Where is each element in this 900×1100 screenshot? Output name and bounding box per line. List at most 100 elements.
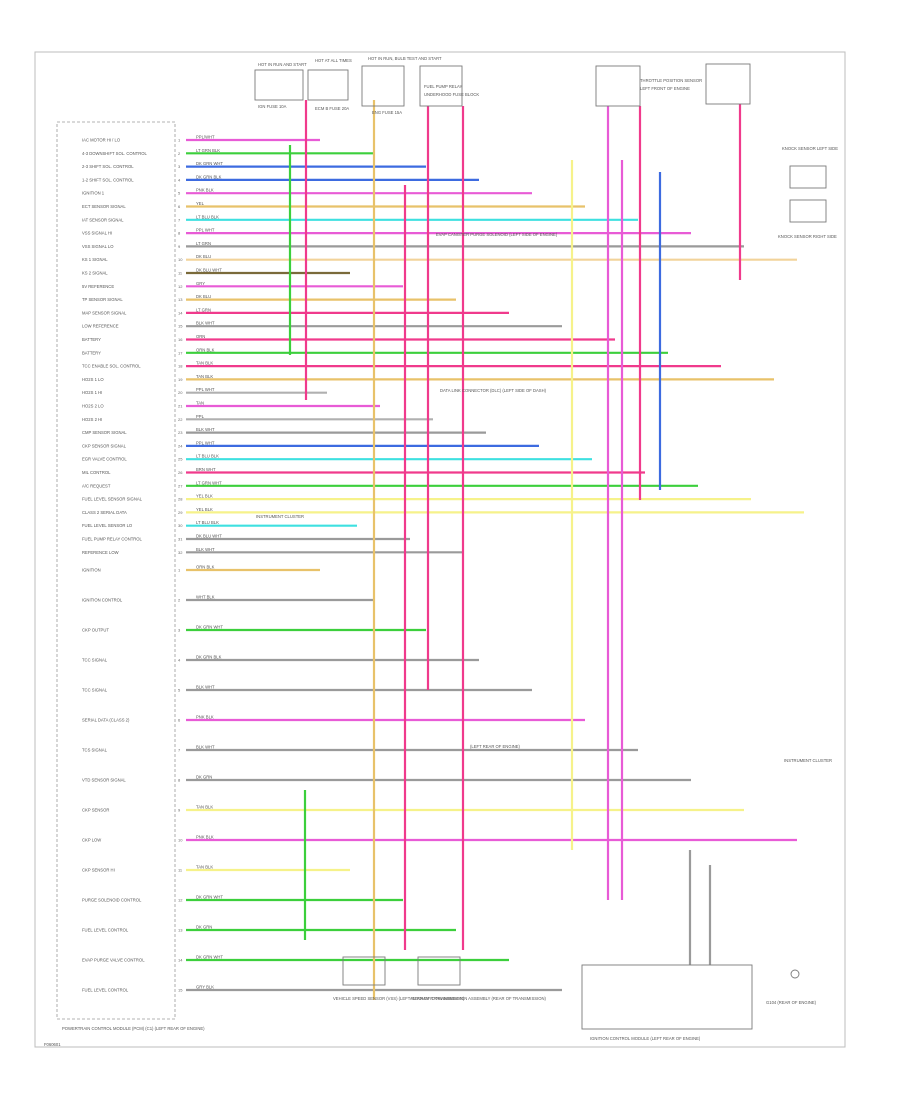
pin-number: 6 [178, 204, 181, 209]
wire-code: TAN BLK [196, 865, 213, 870]
top-component-label-4: FUEL PUMP RELAY [424, 84, 463, 89]
wire-code: DK GRN [196, 925, 212, 930]
ign-fuse-box [254, 69, 304, 101]
top-component-sub-5: LEFT FRONT OF ENGINE [640, 86, 690, 91]
pin-number: 2 [178, 151, 181, 156]
note-4: (LEFT REAR OF ENGINE) [470, 744, 521, 749]
wire-code: LT GRN [196, 241, 211, 246]
pin-label: EGR VALVE CONTROL [82, 457, 127, 462]
right-components: KNOCK SENSOR LEFT SIDE KNOCK SENSOR RIGH… [778, 146, 838, 763]
wire-code: DK GRN WHT [196, 625, 223, 630]
pin-number: 15 [178, 988, 183, 993]
pin-number: 30 [178, 523, 183, 528]
pin-label: REFERENCE LOW [82, 550, 119, 555]
wire-code: LT GRN [196, 307, 211, 312]
pin-label: 4-3 DOWNSHIFT SOL. CONTROL [82, 151, 148, 156]
wire-code: TAN [196, 401, 204, 406]
pin-number: 13 [178, 928, 183, 933]
pin-number: 25 [178, 457, 183, 462]
pin-number: 8 [178, 778, 181, 783]
pin-label: CKP LOW [82, 838, 101, 843]
wire-code: ORN BLK [196, 347, 215, 352]
pin-number: 4 [178, 658, 181, 663]
wire-code: DK BLU WHT [196, 268, 222, 273]
pin-label: HO2S 2 LO [82, 404, 104, 409]
pin-number: 14 [178, 958, 183, 963]
right-component-label-2: KNOCK SENSOR RIGHT SIDE [778, 234, 837, 239]
wire-code: ORN BLK [196, 565, 215, 570]
pin-number: 10 [178, 257, 183, 262]
bottom-component-label-1: VEHICLE SPEED SENSOR (VSS) (LEFT REAR OF… [333, 996, 465, 1001]
pin-label: HO2S 1 HI [82, 390, 102, 395]
pin-number: 23 [178, 430, 183, 435]
pin-label: SERIAL DATA (CLASS 2) [82, 718, 130, 723]
top-component-label-1: HOT IN RUN AND START [258, 62, 307, 67]
circuit-wires [186, 138, 804, 992]
eng-fuse-box [361, 65, 405, 107]
fuel-pump-relay-box [419, 65, 463, 107]
bottom-component-label-2: AUTOMATIC TRANSMISSION ASSEMBLY (REAR OF… [410, 996, 546, 1001]
wire-code: DK BLU WHT [196, 534, 222, 539]
wire-code: BLK WHT [196, 427, 215, 432]
wire-code: YEL BLK [196, 494, 213, 499]
pin-label: TCS SIGNAL [82, 748, 108, 753]
icm-box [581, 964, 753, 1030]
pin-label: FUEL PUMP RELAY CONTROL [82, 537, 143, 542]
pin-number: 3 [178, 164, 181, 169]
wire-code: WHT BLK [196, 595, 215, 600]
wire-code: PNK BLK [196, 715, 214, 720]
top-component-sub-2: ECM B FUSE 20A [315, 106, 349, 111]
pin-number: 32 [178, 550, 183, 555]
top-component-sub-3: ENG FUSE 15A [372, 110, 402, 115]
pin-number: 13 [178, 297, 183, 302]
pin-number: 9 [178, 244, 181, 249]
pin-number: 10 [178, 838, 183, 843]
pin-label: EVAP PURGE VALVE CONTROL [82, 958, 145, 963]
pin-number: 26 [178, 470, 183, 475]
pin-number: 16 [178, 337, 183, 342]
pin-label: KS 2 SIGNAL [82, 271, 108, 276]
pin-number: 27 [178, 483, 183, 488]
pin-label: 2-3 SHIFT SOL. CONTROL [82, 164, 134, 169]
pin-label: 5V REFERENCE [82, 284, 114, 289]
top-component-label-5: THROTTLE POSITION SENSOR [640, 78, 702, 83]
pin-number: 7 [178, 217, 181, 222]
pin-number: 22 [178, 417, 183, 422]
diagram-frame [34, 51, 846, 1048]
pin-label: BATTERY [82, 337, 101, 342]
pin-number: 19 [178, 377, 183, 382]
wire-code: TAN BLK [196, 805, 213, 810]
wire-code: LT BLU BLK [196, 454, 219, 459]
pin-label: IAC MOTOR HI / LO [82, 138, 121, 143]
wire-code: LT BLU BLK [196, 214, 219, 219]
pin-label: CKP SENSOR [82, 808, 109, 813]
wire-code: GRY BLK [196, 985, 214, 990]
right-component-label-3: INSTRUMENT CLUSTER [784, 758, 832, 763]
fuse-block-box [705, 63, 751, 105]
top-component-sub-1: IGN FUSE 10A [258, 104, 287, 109]
pin-number: 12 [178, 898, 183, 903]
pin-label: CKP SENSOR HI [82, 868, 115, 873]
pin-label: FUEL LEVEL CONTROL [82, 928, 129, 933]
pin-number: 12 [178, 284, 183, 289]
top-component-label-2: HOT AT ALL TIMES [315, 58, 352, 63]
pin-number: 1 [178, 138, 181, 143]
wire-code: LT GRN WHT [196, 480, 222, 485]
wire-code: DK GRN [196, 775, 212, 780]
wire-code: DK GRN WHT [196, 955, 223, 960]
pin-number: 14 [178, 310, 183, 315]
pin-label: VSS SIGNAL LO [82, 244, 114, 249]
pin-number: 8 [178, 231, 181, 236]
wire-code: LT GRN BLK [196, 148, 220, 153]
pin-label: CMP SENSOR SIGNAL [82, 430, 127, 435]
right-component-label-1: KNOCK SENSOR LEFT SIDE [782, 146, 838, 151]
bottom-component-label-3: IGNITION CONTROL MODULE (LEFT REAR OF EN… [590, 1036, 701, 1041]
pin-label: BATTERY [82, 350, 101, 355]
wire-code: GRY [196, 281, 205, 286]
note-2: EVAP CANISTER PURGE SOLENOID (LEFT SIDE … [436, 232, 558, 237]
pin-label: MIL CONTROL [82, 470, 111, 475]
wire-code: BRN WHT [196, 467, 216, 472]
wire-code: PPL WHT [196, 228, 215, 233]
bottom-components: VEHICLE SPEED SENSOR (VSS) (LEFT REAR OF… [333, 956, 817, 1041]
